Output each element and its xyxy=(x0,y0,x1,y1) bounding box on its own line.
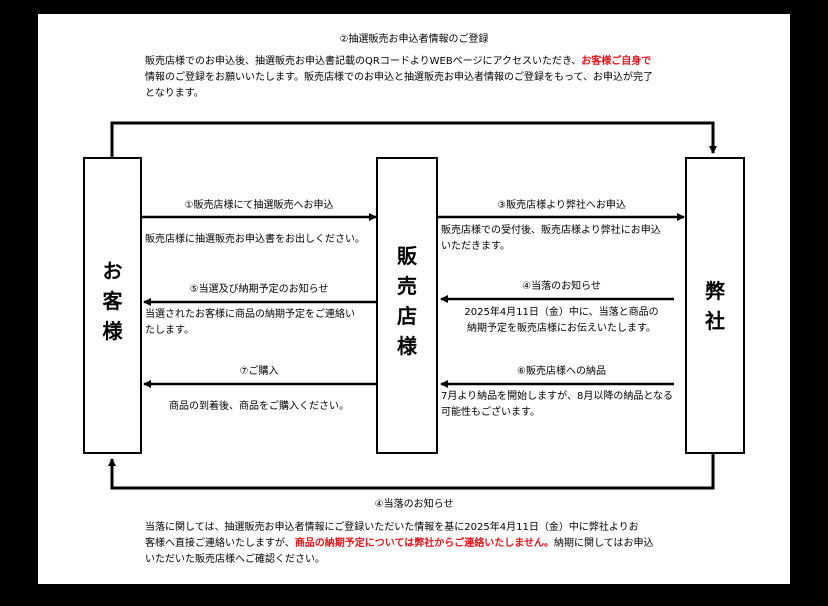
step3-label: ③販売店様より弊社へお申込 xyxy=(497,200,626,211)
top-description-line2: 情報のご登録をお願いいたします。販売店様でのお申込と抽選販売お申込者情報のご登録… xyxy=(145,72,653,83)
step6-description-line2: 可能性もございます。 xyxy=(441,407,540,418)
bottom-description-line2: 客様へ直接ご連絡いたしますが、商品の納期予定については弊社からご連絡いたしません… xyxy=(145,538,654,549)
bottom-loop-arrow xyxy=(108,454,715,490)
flow-diagram-sheet: ②抽選販売お申込者情報のご登録 販売店様でのお申込後、抽選販売お申込書記載のQR… xyxy=(38,14,790,584)
customer-box: お 客 様 xyxy=(83,157,142,454)
top-section-title: ②抽選販売お申込者情報のご登録 xyxy=(339,34,489,45)
step4-description-line1: 2025年4月11日（金）中に、当落と商品の xyxy=(464,307,659,318)
bottom-section-title: ④当落のお知らせ xyxy=(374,499,454,510)
step6-description-line1: 7月より納品を開始しますが、8月以降の納品となる xyxy=(441,391,674,402)
store-char-1: 販 xyxy=(397,244,417,268)
step7-description: 商品の到着後、商品をご購入ください。 xyxy=(169,401,349,412)
top-emphasis: お客様ご自身で xyxy=(581,56,652,67)
step5-label: ⑤当選及び納期予定のお知らせ xyxy=(189,284,329,295)
company-char-1: 弊 xyxy=(705,279,725,303)
company-box: 弊 社 xyxy=(685,157,745,454)
top-loop-arrow xyxy=(110,121,717,157)
step3-description-line1: 販売店様での受付後、販売店様より弊社にお申込 xyxy=(441,225,661,236)
top-description-line3: となります。 xyxy=(145,88,204,99)
step5-description-line1: 当選されたお客様に商品の納期予定をご連絡い xyxy=(145,309,355,320)
flow-arrows xyxy=(108,121,717,490)
top-description-line1: 販売店様でのお申込後、抽選販売お申込書記載のQRコードよりWEBページにアクセス… xyxy=(145,56,652,67)
store-char-3: 店 xyxy=(397,304,417,328)
bottom-description-line3: いただいた販売店様へご確認ください。 xyxy=(145,554,325,565)
store-char-4: 様 xyxy=(397,334,417,358)
bottom-emphasis: 商品の納期予定については弊社からご連絡いたしません。 xyxy=(294,538,555,549)
customer-char-3: 様 xyxy=(102,319,123,343)
step4-label: ④当落のお知らせ xyxy=(522,281,601,292)
bottom-description-line1: 当落に関しては、抽選販売お申込者情報にご登録いただいた情報を基に2025年4月1… xyxy=(145,522,639,533)
step7-label: ⑦ご購入 xyxy=(239,366,279,377)
step6-label: ⑥販売店様への納品 xyxy=(517,366,606,377)
store-box: 販 売 店 様 xyxy=(376,157,438,454)
customer-char-1: お xyxy=(102,259,123,283)
step1-label: ①販売店様にて抽選販売へお申込 xyxy=(184,200,334,211)
step1-description: 販売店様に抽選販売お申込書をお出しください。 xyxy=(145,234,365,245)
step3-description-line2: いただきます。 xyxy=(441,241,510,252)
step4-description-line2: 納期予定を販売店様にお伝えいたします。 xyxy=(467,323,656,334)
company-char-2: 社 xyxy=(705,309,725,333)
customer-char-2: 客 xyxy=(102,289,123,313)
store-char-2: 売 xyxy=(397,274,417,298)
step5-description-line2: たします。 xyxy=(145,325,194,336)
